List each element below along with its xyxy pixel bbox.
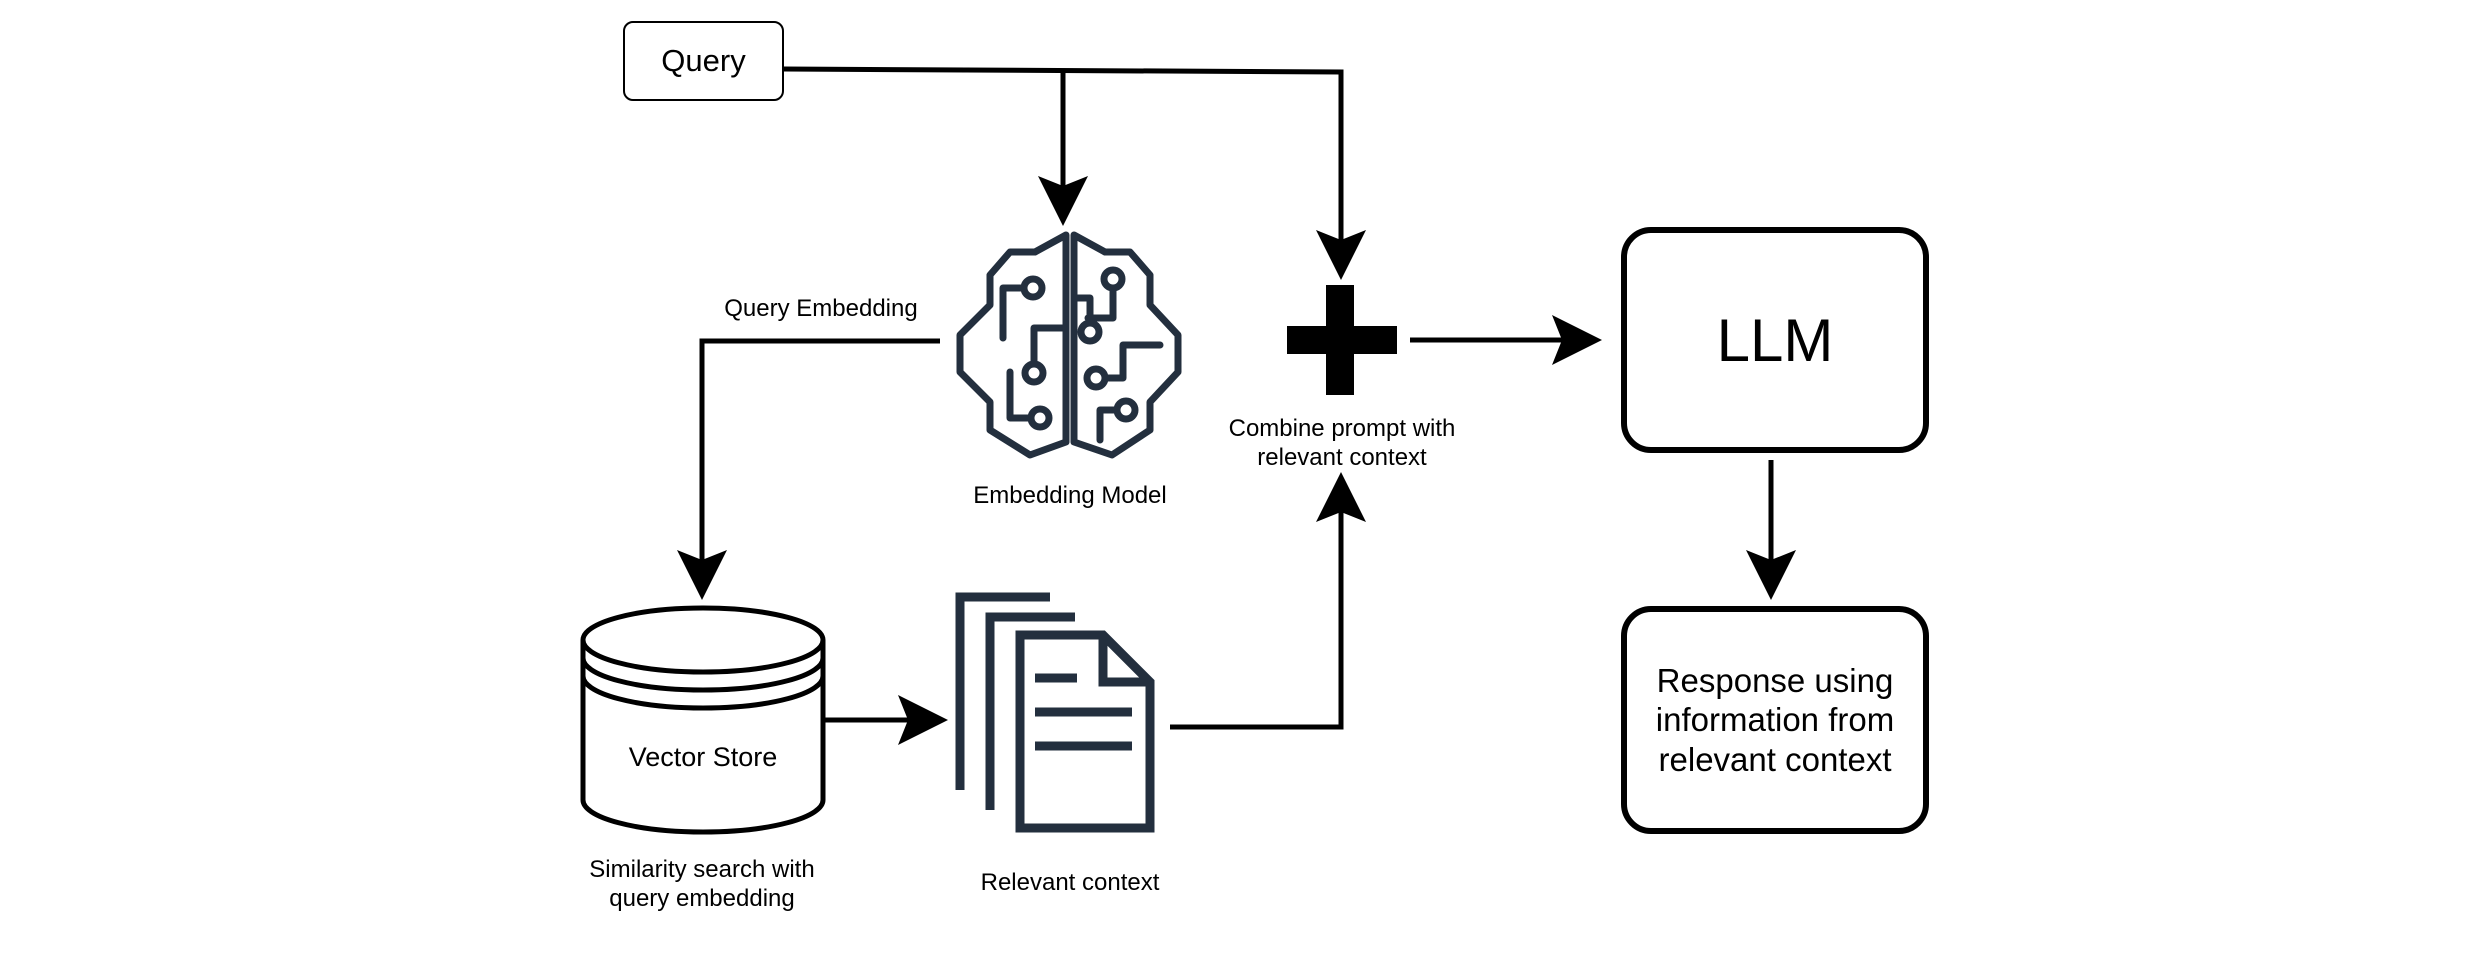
llm-node: LLM	[1621, 227, 1929, 453]
combine-label: Combine prompt with relevant context	[1228, 415, 1456, 472]
edge-query-fanout	[783, 66, 1366, 280]
plus-icon	[1287, 285, 1397, 395]
documents-stack-icon	[955, 592, 1155, 833]
edge-context-to-combine	[1170, 472, 1366, 730]
relevant-context-label: Relevant context	[980, 869, 1160, 896]
query-node: Query	[623, 21, 784, 101]
brain-circuit-icon	[956, 231, 1182, 459]
database-cylinder-icon	[580, 605, 826, 835]
vector-store-label: Vector Store	[628, 742, 778, 772]
similarity-search-label: Similarity search with query embedding	[589, 856, 815, 913]
embedding-model-label: Embedding Model	[973, 482, 1167, 509]
response-node: Response using information from relevant…	[1621, 606, 1929, 834]
query-embedding-label: Query Embedding	[724, 295, 918, 322]
edge-query-embedding	[677, 338, 940, 600]
